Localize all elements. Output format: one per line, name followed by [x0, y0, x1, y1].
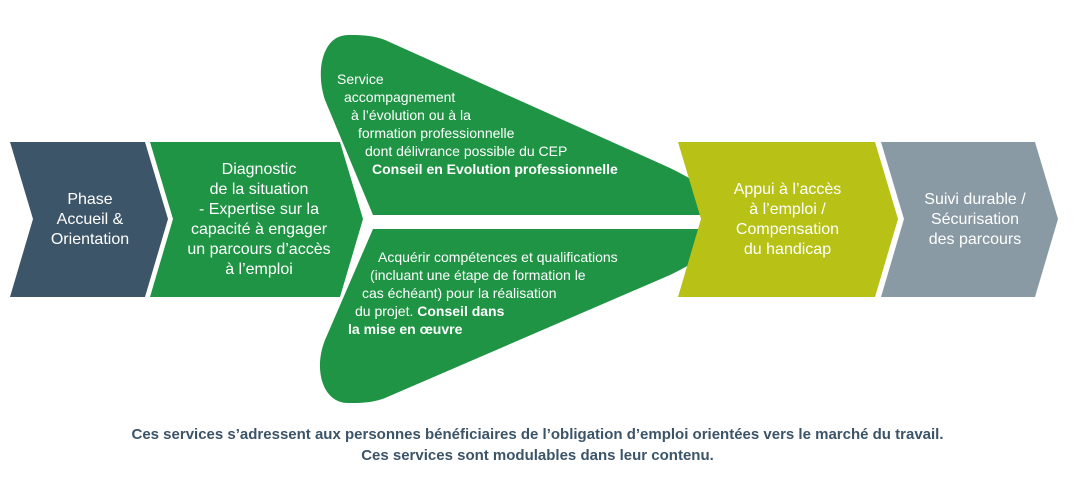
- phase-appui-line: du handicap: [743, 240, 832, 258]
- phase-appui-label: Appui à l’accès à l’emploi / Compensatio…: [700, 142, 875, 297]
- phase-accueil-line: Phase: [67, 190, 113, 208]
- branch-bottom-line: cas échéant) pour la réalisation: [362, 285, 557, 301]
- phase-accueil-chevron: [10, 142, 168, 297]
- phase-suivi-line: des parcours: [928, 230, 1022, 248]
- footer-line-2: Ces services sont modulables dans leur c…: [361, 447, 714, 464]
- phase-diagnostic-label: Diagnostic de la situation - Expertise s…: [168, 142, 350, 297]
- branch-bottom-shape: [319, 229, 725, 403]
- phase-appui-line: à l’emploi /: [749, 200, 826, 218]
- branch-top-line: à l’évolution ou à la: [351, 107, 471, 123]
- branch-bottom-line: (incluant une étape de formation le: [370, 267, 586, 283]
- branch-top-line: accompagnement: [344, 89, 456, 105]
- footer-note: Ces services s’adressent aux personnes b…: [0, 424, 1075, 466]
- phase-appui-line: Appui à l’accès: [733, 180, 842, 198]
- phase-accueil-line: Accueil &: [56, 210, 124, 228]
- branch-top-text: Service accompagnement à l’évolution ou …: [337, 70, 618, 178]
- phase-accueil-label: Phase Accueil & Orientation: [30, 142, 150, 297]
- branch-top-shape: [320, 35, 725, 215]
- branch-top-line: dont délivrance possible du CEP: [365, 143, 568, 159]
- phase-suivi-line: Suivi durable /: [924, 190, 1026, 208]
- branch-bottom-line-5: la mise en œuvre: [348, 321, 463, 337]
- phase-diagnostic-line: de la situation: [209, 180, 309, 198]
- phase-diagnostic-line: - Expertise sur la: [198, 200, 320, 218]
- phase-appui-line: Compensation: [735, 220, 840, 238]
- phase-diagnostic-line: Diagnostic: [221, 160, 297, 178]
- branch-top-bold-line: Conseil en Evolution professionnelle: [372, 161, 618, 177]
- phase-suivi-chevron: [881, 142, 1058, 297]
- branch-bottom-line: Acquérir compétences et qualifications: [378, 249, 618, 265]
- footer-line-1: Ces services s’adressent aux personnes b…: [131, 426, 944, 443]
- branch-bottom-text: Acquérir compétences et qualifications (…: [348, 248, 618, 338]
- branch-top-line: formation professionnelle: [358, 125, 515, 141]
- phase-diagnostic-line: un parcours d’accès: [187, 240, 331, 258]
- phase-diagnostic-chevron: [150, 142, 363, 297]
- branch-bottom-line-4: du projet. Conseil dans: [348, 302, 618, 320]
- phase-suivi-label: Suivi durable / Sécurisation des parcour…: [900, 142, 1050, 297]
- phase-accueil-line: Orientation: [50, 230, 130, 248]
- branch-bottom-line-4-bold: Conseil dans: [417, 303, 505, 319]
- phase-appui-chevron: [678, 142, 898, 297]
- branch-bottom-line-4-normal: du projet.: [355, 303, 414, 319]
- phase-diagnostic-line: capacité à engager: [190, 220, 328, 238]
- phase-suivi-line: Sécurisation: [930, 210, 1020, 228]
- phase-diagnostic-line: à l’emploi: [225, 260, 293, 278]
- branch-top-line: Service: [337, 71, 384, 87]
